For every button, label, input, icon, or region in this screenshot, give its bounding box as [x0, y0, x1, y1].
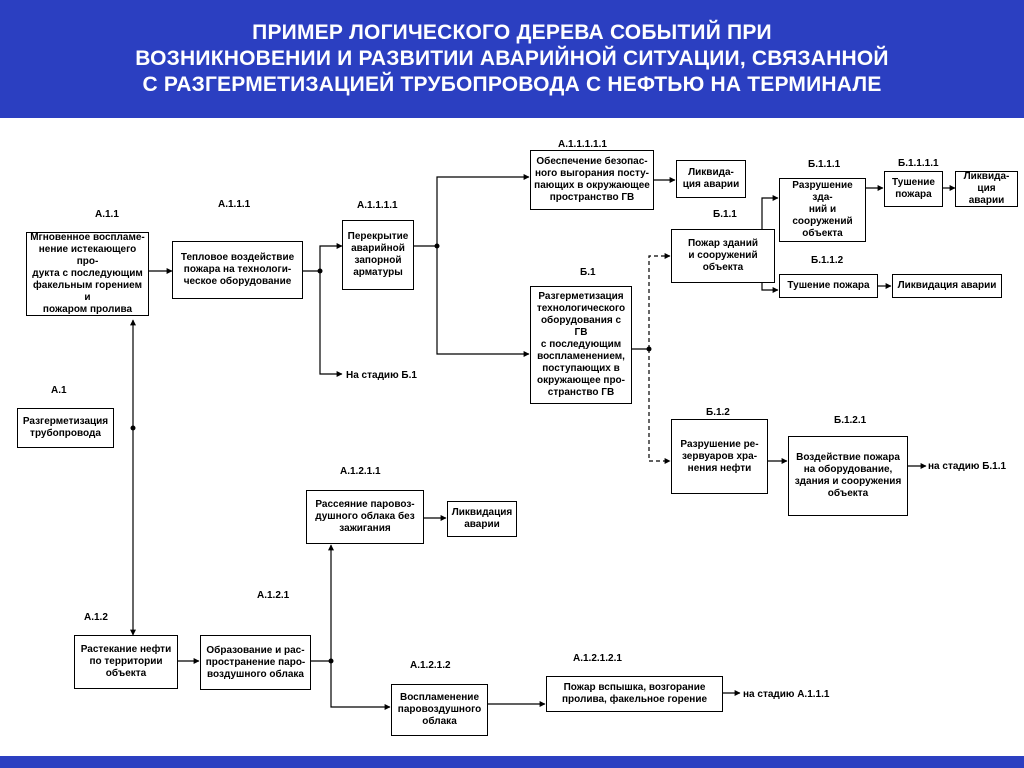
event-a11: Мгновенное воспламе- нение истекающего п…: [26, 232, 149, 316]
junction-dot: [646, 346, 652, 352]
stage-label-a11111: А.1.1.1.1.1: [558, 139, 607, 150]
connector-a1111-b1: [436, 246, 530, 357]
event-a12: Растекание нефти по территории объекта: [74, 635, 178, 689]
stage-label-b112: Б.1.1.2: [811, 255, 844, 266]
event-a12121: Пожар вспышка, возгорание пролива, факел…: [546, 676, 723, 712]
stage-label-b1111: Б.1.1.1.1: [898, 158, 939, 169]
stage-label-a1111: А.1.1.1.1: [357, 200, 398, 211]
junction-dot: [434, 243, 440, 249]
event-a11111: Обеспечение безопас- ного выгорания пост…: [530, 150, 654, 210]
stage-label-a1211: А.1.2.1.1: [340, 466, 381, 477]
event-a111: Тепловое воздействие пожара на технологи…: [172, 241, 303, 299]
event-b112-end: Ликвидация аварии: [892, 274, 1002, 298]
connector-a121-a1212: [330, 661, 391, 710]
event-b1111: Тушение пожара: [884, 171, 943, 207]
event-a1111: Перекрытие аварийной запорной арматуры: [342, 220, 414, 290]
event-a121: Образование и рас- пространение паро- во…: [200, 635, 311, 690]
stage-label-a121: А.1.2.1: [257, 590, 290, 601]
stage-label-a1: А.1: [51, 385, 67, 396]
event-b111: Разрушение зда- ний и сооружений объекта: [779, 178, 866, 242]
stage-label-b111: Б.1.1.1: [808, 159, 841, 170]
stage-label-a1212: А.1.2.1.2: [410, 660, 451, 671]
connector-a111-ref-b1: [319, 271, 343, 377]
stage-label-b12: Б.1.2: [706, 407, 730, 418]
event-a1212: Воспламенение паровоздушного облака: [391, 684, 488, 736]
connector-b1-b11: [648, 253, 671, 349]
event-b12: Разрушение ре- зервуаров хра- нения нефт…: [671, 419, 768, 494]
connector-a111-a1111: [319, 243, 343, 271]
stage-label-b1: Б.1: [580, 267, 596, 278]
event-a1211-end: Ликвидация аварии: [447, 501, 517, 537]
stage-label-a111: А.1.1.1: [218, 199, 251, 210]
ref-to-b11: на стадию Б.1.1: [928, 461, 1007, 472]
stage-label-a12121: А.1.2.1.2.1: [573, 653, 622, 664]
connector-a1111-a11111: [436, 174, 530, 246]
stage-label-a12: А.1.2: [84, 612, 108, 623]
junction-dot: [317, 268, 323, 274]
ref-to-b1: На стадию Б.1: [346, 370, 417, 381]
stage-label-b11: Б.1.1: [713, 209, 737, 220]
stage-label-b121: Б.1.2.1: [834, 415, 867, 426]
connector-b1-b12: [648, 349, 671, 464]
event-b1111-end: Ликвида- ция аварии: [955, 171, 1018, 207]
event-b11: Пожар зданий и сооружений объекта: [671, 229, 775, 283]
event-a1: Разгерметизация трубопровода: [17, 408, 114, 448]
title-banner: ПРИМЕР ЛОГИЧЕСКОГО ДЕРЕВА СОБЫТИЙ ПРИ ВО…: [0, 0, 1024, 118]
junction-dot: [328, 658, 334, 664]
event-a1211: Рассеяние паровоз- душного облака без за…: [306, 490, 424, 544]
stage-label-a11: А.1.1: [95, 209, 119, 220]
event-b1: Разгерметизация технологического оборудо…: [530, 286, 632, 404]
event-a11111-end: Ликвида- ция аварии: [676, 160, 746, 198]
event-b121: Воздействие пожара на оборудование, здан…: [788, 436, 908, 516]
footer-bar: [0, 756, 1024, 768]
event-b112: Тушение пожара: [779, 274, 878, 298]
junction-dot: [130, 425, 136, 431]
title-line-2: ВОЗНИКНОВЕНИИ И РАЗВИТИИ АВАРИЙНОЙ СИТУА…: [135, 47, 889, 70]
ref-to-a111: на стадию А.1.1.1: [743, 689, 830, 700]
title-line-1: ПРИМЕР ЛОГИЧЕСКОГО ДЕРЕВА СОБЫТИЙ ПРИ: [252, 21, 772, 44]
title-line-3: С РАЗГЕРМЕТИЗАЦИЕЙ ТРУБОПРОВОДА С НЕФТЬЮ…: [142, 73, 882, 96]
